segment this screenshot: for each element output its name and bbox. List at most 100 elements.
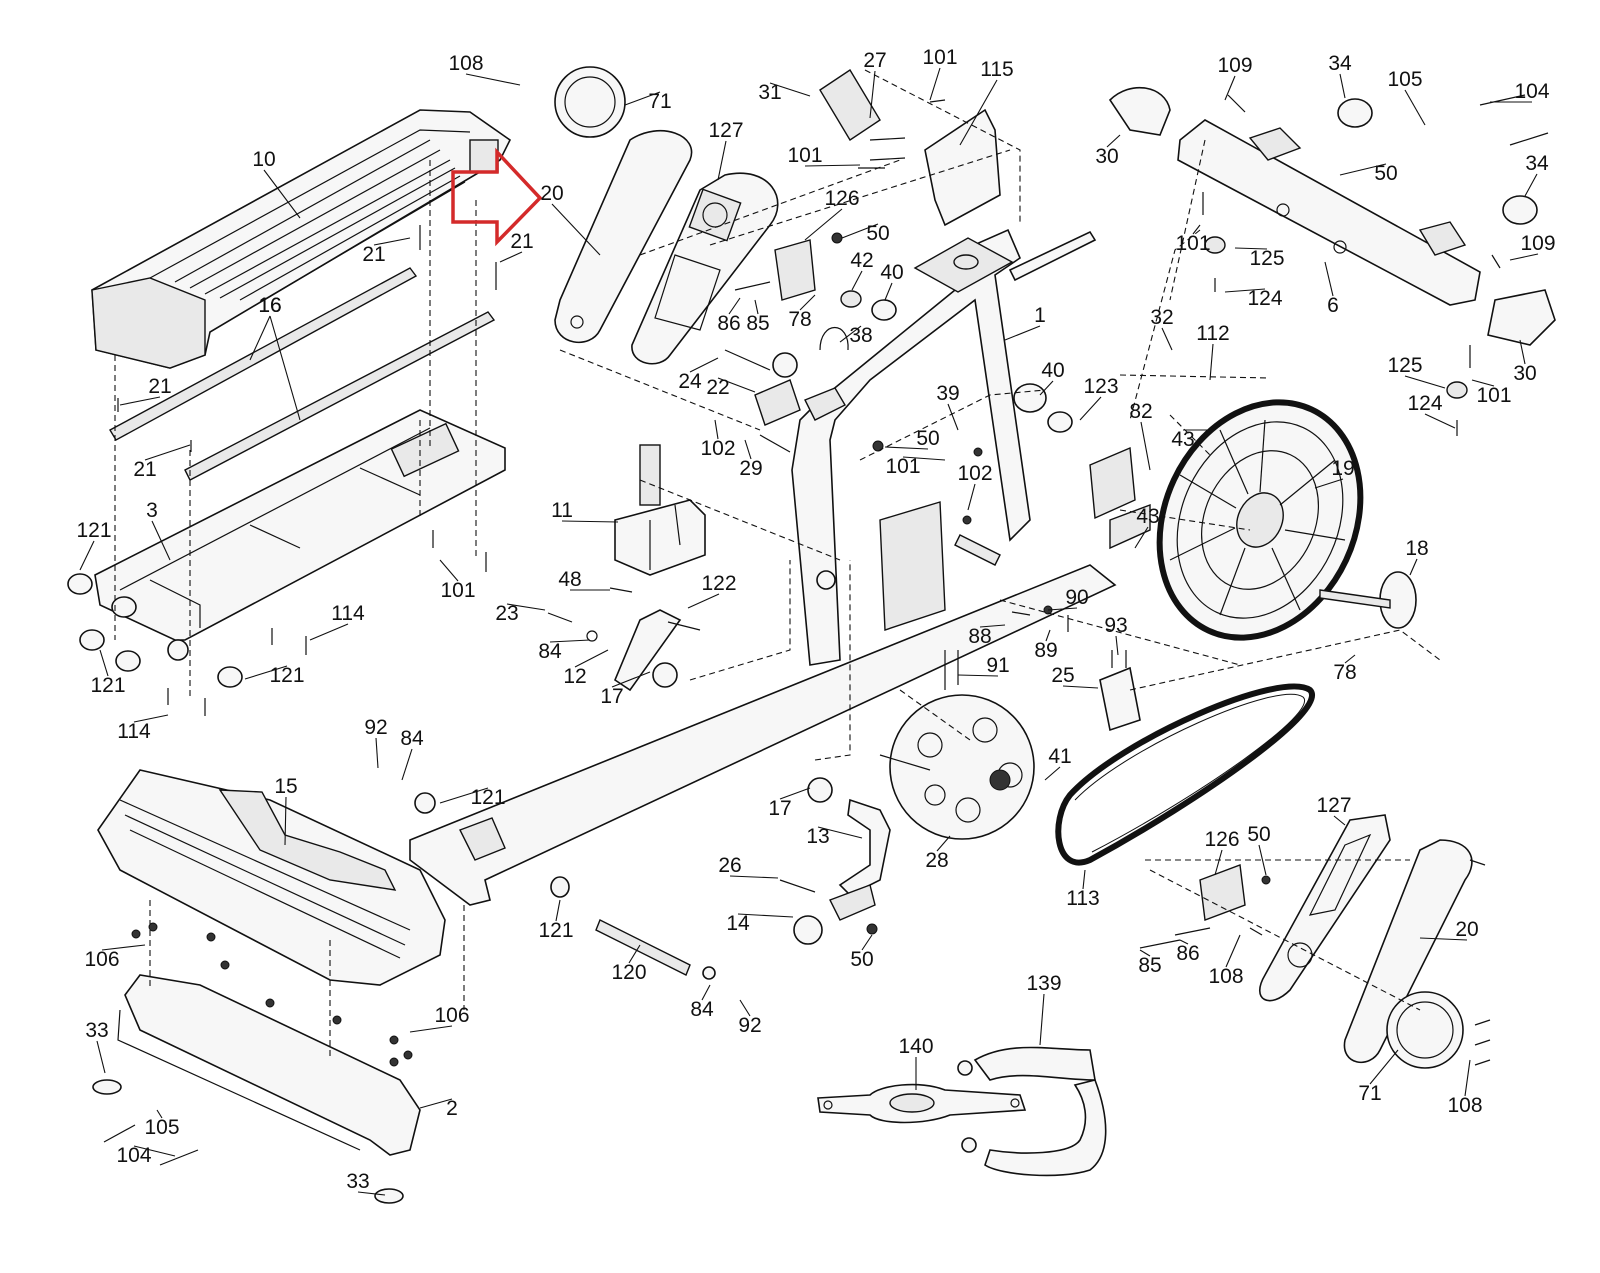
leader-84 (701, 984, 711, 1001)
callout-24: 24 (678, 370, 702, 393)
callout-43: 43 (1171, 428, 1194, 451)
callout-89: 89 (1034, 639, 1057, 662)
leader-17 (611, 671, 651, 688)
leader-50 (1339, 163, 1387, 176)
part-left-chain-cover-127 (631, 172, 779, 365)
callout-10: 10 (252, 148, 275, 171)
leader-104 (133, 1145, 176, 1157)
callout-125: 125 (1249, 247, 1284, 270)
leader-101 (1471, 379, 1495, 387)
leader-50 (841, 223, 879, 239)
part-cover-rails (109, 267, 496, 481)
leader-124 (1424, 413, 1456, 429)
leader-93 (1115, 635, 1119, 656)
callout-126: 126 (824, 187, 859, 210)
callout-30: 30 (1095, 145, 1118, 168)
callout-13: 13 (806, 825, 829, 848)
callout-127: 127 (708, 119, 743, 142)
callout-101: 101 (1476, 384, 1511, 407)
callout-85: 85 (746, 312, 769, 335)
leader-101 (804, 164, 861, 167)
callout-50: 50 (916, 427, 939, 450)
leader-121 (99, 649, 109, 677)
callout-88: 88 (968, 625, 991, 648)
callout-34: 34 (1328, 52, 1352, 75)
leader-25 (1062, 685, 1099, 689)
leader-102 (714, 419, 719, 440)
leader-115 (959, 79, 998, 146)
callout-102: 102 (700, 437, 735, 460)
leader-106 (409, 1025, 453, 1033)
callout-108: 108 (1208, 965, 1243, 988)
callout-108: 108 (448, 52, 483, 75)
callout-112: 112 (1196, 322, 1229, 345)
callout-50: 50 (1374, 162, 1397, 185)
leader-88 (979, 624, 1006, 628)
leader-123 (1079, 396, 1102, 421)
callout-21: 21 (362, 243, 385, 266)
leader-85 (1139, 949, 1151, 957)
leader-29 (744, 439, 752, 460)
callout-33: 33 (85, 1019, 108, 1042)
leader-11 (561, 520, 619, 523)
callout-18: 18 (1405, 537, 1428, 560)
leader-109 (1509, 253, 1539, 261)
leader-18 (1409, 558, 1418, 576)
callout-40: 40 (880, 261, 903, 284)
part-right-chain-guard-20 (1145, 839, 1491, 1069)
leader-38 (839, 325, 862, 343)
leader-30 (1106, 134, 1121, 148)
callout-41: 41 (1048, 745, 1071, 768)
part-rear-cover (97, 769, 446, 986)
leader-102 (967, 483, 976, 511)
callout-78: 78 (1333, 661, 1356, 684)
callout-101: 101 (1175, 232, 1210, 255)
callout-109: 109 (1217, 54, 1252, 77)
part-drive-belt (1055, 683, 1315, 866)
callout-3: 3 (146, 499, 158, 522)
callout-21: 21 (133, 458, 156, 481)
leader-109 (1224, 75, 1236, 101)
part-console-bracket (819, 69, 1021, 227)
part-crank-arm (779, 798, 891, 945)
leader-23 (506, 603, 546, 611)
leader-120 (628, 944, 641, 964)
leader-112 (1209, 343, 1214, 381)
leader-91 (957, 674, 999, 677)
callout-92: 92 (738, 1014, 761, 1037)
callout-86: 86 (1176, 942, 1199, 965)
leader-50 (884, 446, 929, 450)
leader-2 (419, 1098, 453, 1109)
callout-115: 115 (980, 58, 1013, 81)
leader-71 (624, 91, 661, 106)
callout-14: 14 (726, 912, 750, 935)
callout-27: 27 (863, 49, 886, 72)
leader-16 (269, 315, 301, 421)
highlight-arrow (451, 147, 543, 247)
callout-29: 29 (739, 457, 762, 480)
leader-33 (96, 1040, 106, 1074)
leader-78 (799, 294, 816, 311)
leader-10 (263, 169, 301, 219)
leader-101 (1192, 224, 1201, 235)
part-left-chain-guard (554, 66, 693, 344)
callout-30: 30 (1513, 362, 1536, 385)
leader-6 (1324, 261, 1334, 297)
leader-101 (929, 67, 941, 101)
part-transmitter (817, 1083, 1027, 1124)
callout-124: 124 (1407, 392, 1442, 415)
leader-21 (119, 396, 161, 406)
leader-17 (779, 787, 811, 800)
callout-26: 26 (718, 854, 741, 877)
callout-71: 71 (648, 90, 671, 113)
callout-140: 140 (898, 1035, 933, 1058)
callout-71: 71 (1358, 1082, 1381, 1105)
callout-78: 78 (788, 308, 811, 331)
part-axle-pulley (1319, 571, 1417, 629)
leader-21 (499, 251, 523, 263)
leader-127 (717, 140, 727, 181)
leader-34 (1524, 173, 1538, 197)
callout-85: 85 (1138, 954, 1161, 977)
callout-84: 84 (538, 640, 562, 663)
leader-33 (357, 1191, 386, 1196)
